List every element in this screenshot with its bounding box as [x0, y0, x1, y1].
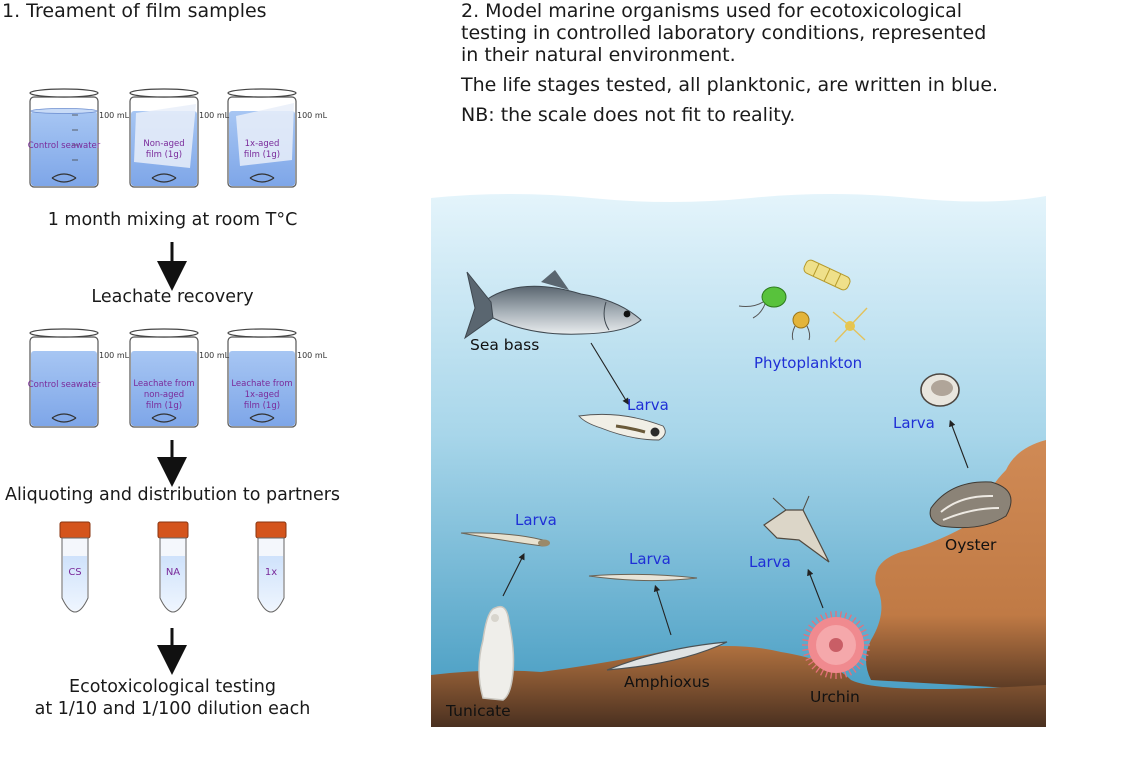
right-title-line2: testing in controlled laboratory conditi… [461, 22, 987, 44]
step-testing-line2: at 1/10 and 1/100 dilution each [34, 699, 311, 719]
label-sea-bass-larva: Larva [627, 396, 669, 414]
tunicate-icon [478, 605, 515, 701]
beaker-label-line: 1x-aged [245, 139, 280, 149]
tube-label: 1x [265, 567, 277, 578]
beaker-control-bottom [29, 328, 99, 428]
tunicate-larva-icon [460, 532, 550, 547]
beaker-control-top [29, 88, 99, 188]
sea-bass-icon [464, 270, 642, 340]
sea-bass-larva-icon [578, 413, 666, 441]
beaker-label-line: film (1g) [146, 150, 182, 160]
volume-label: 100 mL [99, 351, 130, 360]
right-title-line1: 2. Model marine organisms used for ecoto… [461, 0, 963, 22]
volume-label: 100 mL [297, 351, 328, 360]
tube-label: CS [68, 567, 81, 578]
tube-cs [59, 521, 91, 613]
phytoplankton-icon [738, 259, 868, 343]
beaker-label-line: film (1g) [244, 150, 280, 160]
label-amphioxus-larva: Larva [629, 550, 671, 568]
oyster-larva-icon [920, 373, 960, 407]
label-oyster-larva: Larva [893, 414, 935, 432]
seabed [431, 646, 1046, 727]
step-aliquot: Aliquoting and distribution to partners [4, 485, 341, 505]
step-mixing: 1 month mixing at room T°C [47, 210, 298, 230]
beaker-label-line: 1x-aged [245, 390, 280, 400]
oyster-icon [929, 481, 1012, 529]
beaker-label-line: film (1g) [146, 401, 182, 411]
beaker-label-line: Control seawater [28, 380, 101, 390]
ocean-scene [431, 194, 1046, 727]
tube-1x [255, 521, 287, 613]
beaker-aged-bottom [227, 328, 297, 428]
label-amphioxus: Amphioxus [624, 673, 710, 691]
label-urchin-larva: Larva [749, 553, 791, 571]
label-oyster: Oyster [945, 536, 997, 554]
amphioxus-icon [606, 641, 728, 671]
left-panel-graphics: 100 mL 100 mL 100 mL 100 mL 100 mL 100 m… [28, 88, 328, 675]
step-testing-line1: Ecotoxicological testing [69, 677, 276, 697]
note-blue-life-stages: The life stages tested, all planktonic, … [461, 74, 999, 96]
beaker-label-line: film (1g) [244, 401, 280, 411]
urchin-icon [802, 611, 870, 679]
note-scale: NB: the scale does not fit to reality. [461, 104, 796, 126]
beaker-label-line: non-aged [144, 390, 184, 400]
beaker-nonaged-bottom [129, 328, 199, 428]
volume-label: 100 mL [199, 111, 230, 120]
volume-label: 100 mL [99, 111, 130, 120]
beaker-label-line: Leachate from [133, 379, 194, 389]
tube-label: NA [166, 567, 180, 578]
beaker-nonaged-top [129, 88, 199, 188]
left-panel-title: 1. Treament of film samples [2, 0, 267, 22]
volume-label: 100 mL [297, 111, 328, 120]
tube-na [157, 521, 189, 613]
beaker-label-line: Control seawater [28, 141, 101, 151]
urchin-larva-icon [763, 495, 830, 563]
label-phytoplankton: Phytoplankton [754, 354, 863, 372]
label-tunicate: Tunicate [446, 702, 511, 720]
right-title-line3: in their natural environment. [461, 44, 736, 66]
label-urchin: Urchin [810, 688, 860, 706]
volume-label: 100 mL [199, 351, 230, 360]
beaker-aged-top [227, 88, 297, 188]
beaker-label-line: Non-aged [143, 139, 184, 149]
beaker-label-line: Leachate from [231, 379, 292, 389]
step-recovery: Leachate recovery [91, 287, 254, 307]
label-tunicate-larva: Larva [515, 511, 557, 529]
label-sea-bass: Sea bass [470, 336, 540, 354]
amphioxus-larva-icon [588, 573, 698, 582]
